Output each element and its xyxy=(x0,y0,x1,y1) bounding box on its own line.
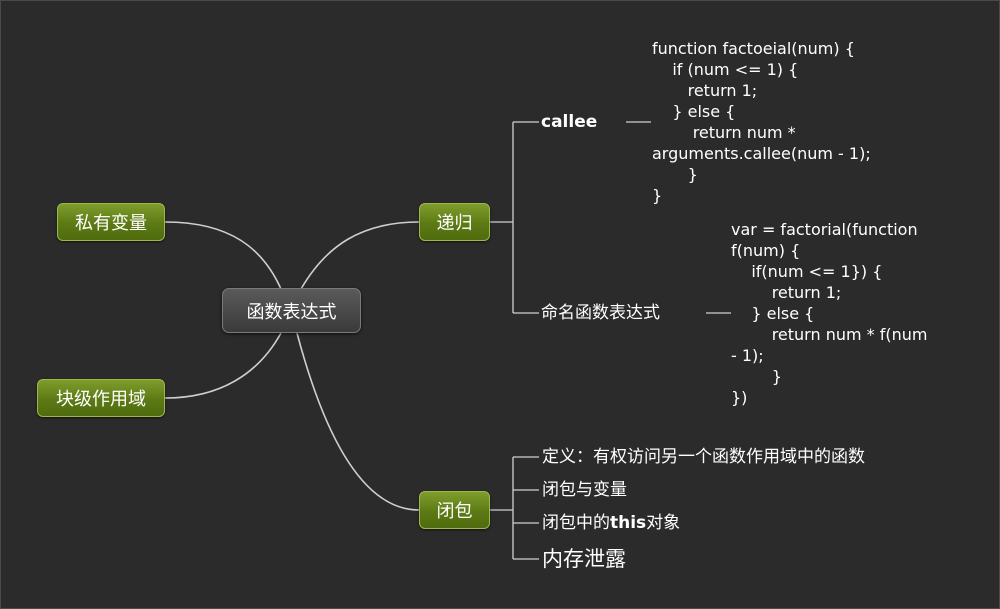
closure-item-variables[interactable]: 闭包与变量 xyxy=(542,480,627,500)
node-private-variables[interactable]: 私有变量 xyxy=(57,203,165,241)
callee-code: function factoeial(num) { if (num <= 1) … xyxy=(652,39,871,205)
closure-item-this-object[interactable]: 闭包中的this对象 xyxy=(542,513,680,533)
center-node[interactable]: 函数表达式 xyxy=(222,288,361,333)
link-closure xyxy=(296,332,420,511)
named-function-expression-label[interactable]: 命名函数表达式 xyxy=(541,303,660,323)
link-private-vars xyxy=(164,221,282,290)
node-block-scope[interactable]: 块级作用域 xyxy=(37,379,165,417)
node-private-variables-label: 私有变量 xyxy=(75,213,147,234)
named-function-expression-code: var = factorial(function f(num) { if(num… xyxy=(731,220,928,407)
center-node-label: 函数表达式 xyxy=(246,301,337,323)
closure-item-this-suffix: 对象 xyxy=(646,513,681,533)
node-closure-label: 闭包 xyxy=(436,501,473,522)
node-recursion-label: 递归 xyxy=(436,213,473,234)
closure-item-memory-leak[interactable]: 内存泄露 xyxy=(542,547,626,571)
node-closure[interactable]: 闭包 xyxy=(419,491,490,529)
node-recursion[interactable]: 递归 xyxy=(419,203,490,241)
node-block-scope-label: 块级作用域 xyxy=(56,389,146,410)
closure-item-this-prefix: 闭包中的 xyxy=(542,513,610,533)
closure-item-this-keyword: this xyxy=(610,513,647,533)
link-block-scope xyxy=(164,332,282,399)
callee-label[interactable]: callee xyxy=(541,112,598,132)
closure-item-definition[interactable]: 定义：有权访问另一个函数作用域中的函数 xyxy=(542,447,865,467)
link-recursion xyxy=(300,221,420,290)
